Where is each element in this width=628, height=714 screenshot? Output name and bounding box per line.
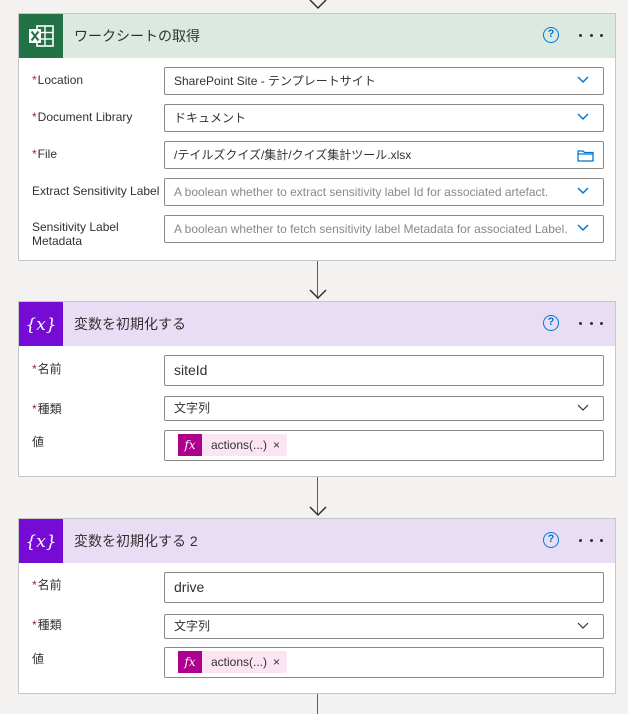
flow-connector	[309, 477, 327, 517]
type-label: *種類	[32, 618, 62, 632]
name-label: *名前	[32, 362, 62, 376]
variable-name-input[interactable]: drive	[164, 572, 604, 603]
svg-text:{𝑥}: {𝑥}	[26, 315, 56, 335]
sensitivity-metadata-label: Sensitivity Label Metadata	[32, 220, 119, 248]
chevron-down-icon	[577, 187, 589, 195]
card-title: 変数を初期化する	[74, 316, 186, 332]
document-library-dropdown[interactable]: ドキュメント	[164, 104, 604, 132]
chevron-down-icon	[577, 113, 589, 121]
more-options-icon[interactable]	[579, 25, 603, 45]
help-icon[interactable]: ?	[543, 27, 559, 43]
expression-fx-icon: fx	[178, 434, 202, 456]
more-options-icon[interactable]	[579, 530, 603, 550]
variable-type-dropdown[interactable]: 文字列	[164, 614, 604, 639]
help-icon[interactable]: ?	[543, 315, 559, 331]
initialize-variable-2-card: {𝑥} 変数を初期化する 2 ? *名前 drive *種類 文字列 値 fx …	[18, 518, 616, 694]
variable-icon: {𝑥}	[19, 302, 63, 346]
svg-text:{𝑥}: {𝑥}	[26, 532, 56, 552]
card-title: ワークシートの取得	[74, 28, 200, 44]
remove-token-icon[interactable]: ×	[273, 438, 281, 452]
location-label: *Location	[32, 73, 84, 87]
variable-value-input[interactable]: fx actions(...) ×	[164, 647, 604, 678]
flow-connector-bottom	[317, 694, 318, 714]
type-label: *種類	[32, 402, 62, 416]
arrow-down-icon	[309, 0, 327, 10]
value-label: 値	[32, 652, 45, 666]
arrow-down-icon	[309, 289, 327, 300]
extract-sensitivity-dropdown[interactable]: A boolean whether to extract sensitivity…	[164, 178, 604, 206]
get-worksheets-card: ワークシートの取得 ? *Location SharePoint Site - …	[18, 13, 616, 261]
chevron-down-icon	[577, 404, 589, 411]
chevron-down-icon	[577, 622, 589, 629]
card-header[interactable]: ワークシートの取得 ?	[19, 14, 615, 58]
name-label: *名前	[32, 578, 62, 592]
file-label: *File	[32, 147, 58, 161]
expression-fx-icon: fx	[178, 651, 202, 673]
remove-token-icon[interactable]: ×	[273, 655, 281, 669]
flow-connector	[309, 261, 327, 300]
arrow-down-icon	[309, 506, 327, 517]
document-library-label: *Document Library	[32, 110, 133, 124]
card-header[interactable]: {𝑥} 変数を初期化する 2 ?	[19, 519, 615, 563]
location-dropdown[interactable]: SharePoint Site - テンプレートサイト	[164, 67, 604, 95]
more-options-icon[interactable]	[579, 313, 603, 333]
variable-type-dropdown[interactable]: 文字列	[164, 396, 604, 421]
expression-token[interactable]: fx actions(...) ×	[178, 651, 288, 673]
value-label: 値	[32, 435, 45, 449]
excel-icon	[19, 14, 63, 58]
extract-sensitivity-label: Extract Sensitivity Label	[32, 184, 160, 198]
help-icon[interactable]: ?	[543, 532, 559, 548]
variable-value-input[interactable]: fx actions(...) ×	[164, 430, 604, 461]
token-label: actions(...)	[211, 438, 268, 452]
initialize-variable-card: {𝑥} 変数を初期化する ? *名前 siteId *種類 文字列 値 fx a…	[18, 301, 616, 477]
variable-name-input[interactable]: siteId	[164, 355, 604, 386]
chevron-down-icon	[577, 224, 589, 232]
sensitivity-metadata-dropdown[interactable]: A boolean whether to fetch sensitivity l…	[164, 215, 604, 243]
variable-icon: {𝑥}	[19, 519, 63, 563]
chevron-down-icon	[577, 76, 589, 84]
file-input[interactable]: /テイルズクイズ/集計/クイズ集計ツール.xlsx	[164, 141, 604, 169]
token-label: actions(...)	[211, 655, 268, 669]
folder-icon[interactable]	[577, 149, 594, 162]
card-title: 変数を初期化する 2	[74, 533, 198, 549]
card-header[interactable]: {𝑥} 変数を初期化する ?	[19, 302, 615, 346]
expression-token[interactable]: fx actions(...) ×	[178, 434, 288, 456]
